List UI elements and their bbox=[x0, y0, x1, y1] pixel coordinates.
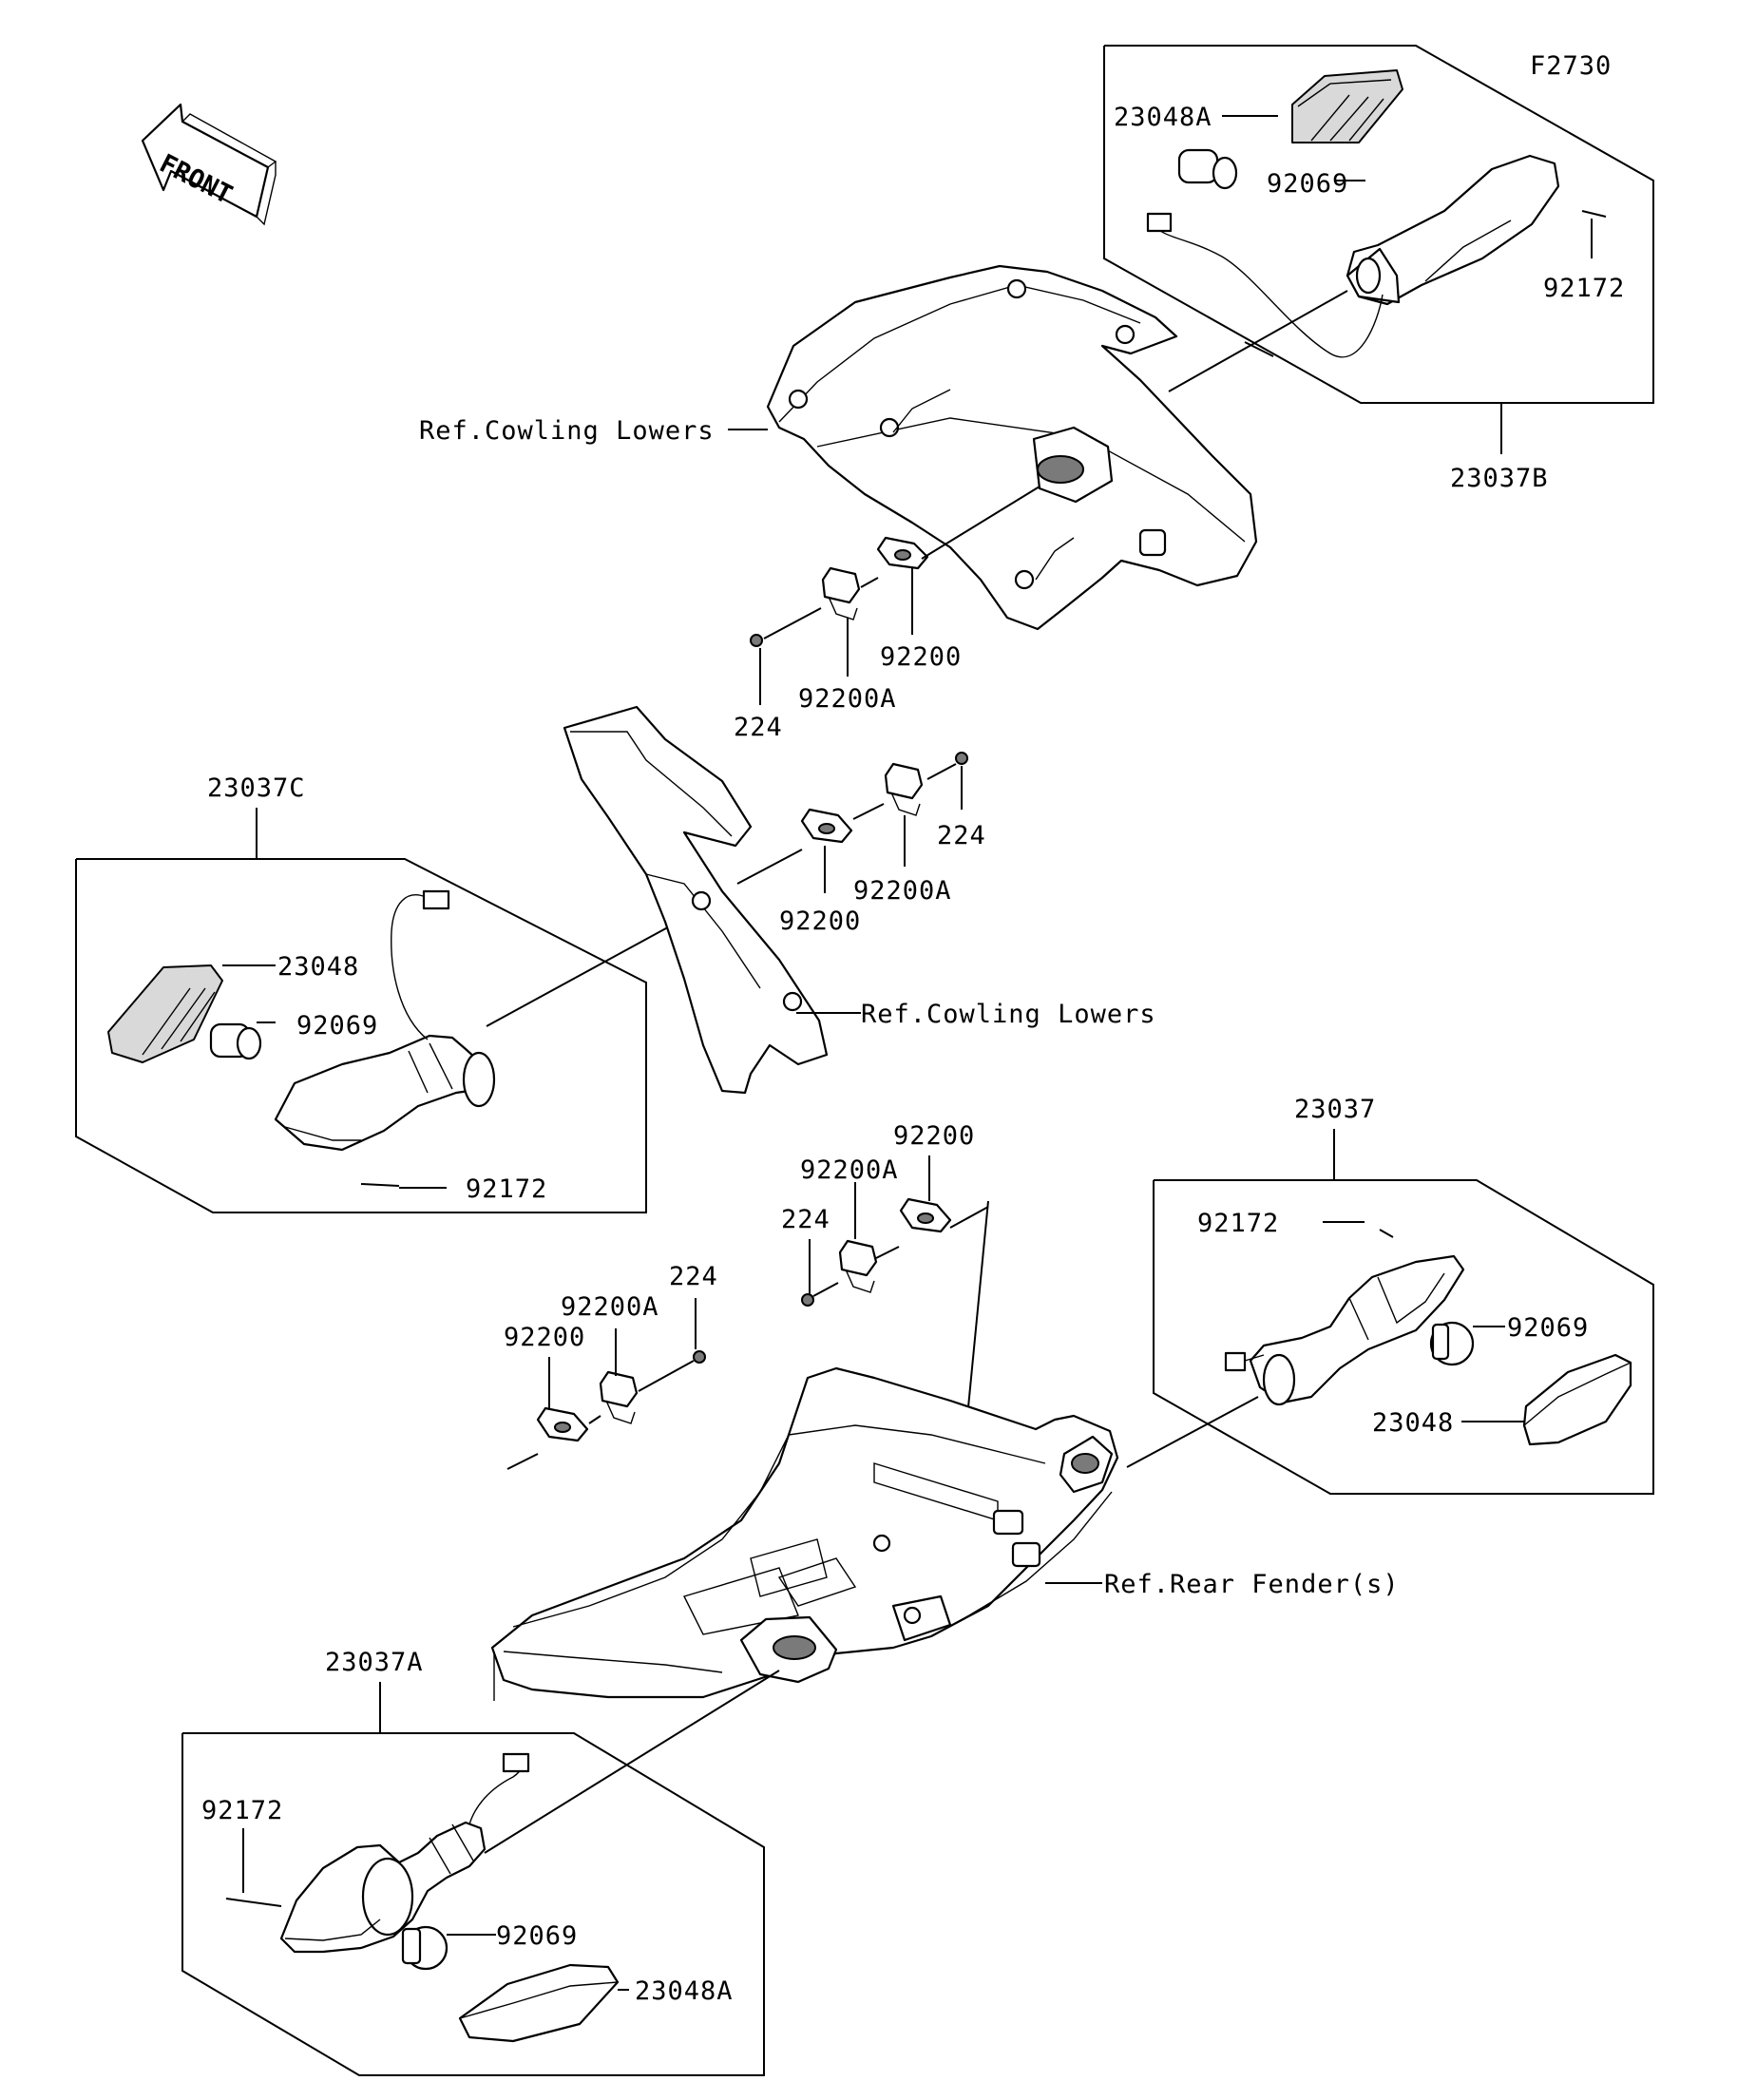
label-92200-middle: 92200 bbox=[779, 907, 861, 936]
label-92200A-upper: 92200A bbox=[798, 684, 897, 714]
label-92200-right: 92200 bbox=[893, 1121, 975, 1151]
label-ref-rear-fender: Ref.Rear Fender(s) bbox=[1104, 1570, 1400, 1599]
label-23037B: 23037B bbox=[1450, 464, 1549, 493]
bracket-92200-middle bbox=[800, 808, 853, 844]
signal-light-assy-23037C bbox=[274, 889, 496, 1152]
label-ref-cowling-upper: Ref.Cowling Lowers bbox=[419, 416, 715, 446]
signal-light-assy-23037A bbox=[279, 1752, 530, 1954]
label-92200A-right: 92200A bbox=[800, 1155, 899, 1185]
signal-light-assy-23037B bbox=[1146, 154, 1560, 358]
bulb-92069-lower bbox=[401, 1925, 449, 1971]
label-224-right: 224 bbox=[781, 1205, 830, 1234]
label-92069-lower: 92069 bbox=[496, 1921, 578, 1951]
label-92172-lower: 92172 bbox=[201, 1796, 283, 1825]
bracket-92200-upper bbox=[876, 536, 929, 570]
bulb-92069-right bbox=[1429, 1321, 1475, 1366]
label-92172-right: 92172 bbox=[1197, 1209, 1279, 1238]
cowling-lower-middle bbox=[563, 705, 829, 1095]
bracket-92200-left bbox=[536, 1406, 589, 1442]
bracket-92200A-middle bbox=[884, 762, 924, 816]
label-92172-mid: 92172 bbox=[466, 1174, 547, 1204]
bracket-92200A-left bbox=[599, 1370, 639, 1424]
label-23048-mid: 23048 bbox=[277, 952, 359, 982]
lens-23048A-top bbox=[1291, 69, 1403, 143]
label-92069-top: 92069 bbox=[1267, 169, 1348, 199]
group-frame-23037A bbox=[181, 1732, 765, 2076]
label-224-middle: 224 bbox=[937, 821, 986, 850]
figure-code: F2730 bbox=[1530, 51, 1612, 81]
label-224-upper: 224 bbox=[734, 713, 783, 742]
bracket-92200A-right bbox=[838, 1239, 878, 1293]
bulb-92069-top bbox=[1177, 148, 1238, 190]
group-frame-23037C bbox=[75, 858, 647, 1213]
rear-fender bbox=[490, 1366, 1119, 1701]
screw-224-right bbox=[801, 1293, 814, 1307]
label-92069-right: 92069 bbox=[1507, 1313, 1589, 1343]
screw-224-middle bbox=[955, 752, 968, 765]
bracket-92200-right bbox=[899, 1197, 952, 1233]
group-frame-23037B bbox=[1103, 45, 1654, 404]
label-ref-cowling-middle: Ref.Cowling Lowers bbox=[861, 1000, 1156, 1029]
group-frame-23037 bbox=[1153, 1179, 1654, 1495]
label-92200-left: 92200 bbox=[504, 1323, 585, 1352]
signal-light-assy-23037 bbox=[1224, 1254, 1465, 1406]
bracket-92200A-upper bbox=[821, 566, 861, 620]
label-92200A-left: 92200A bbox=[561, 1292, 659, 1322]
lens-23048-right bbox=[1522, 1353, 1632, 1446]
screw-224-upper bbox=[750, 634, 763, 647]
label-92172-top: 92172 bbox=[1543, 274, 1625, 303]
label-23048A-lower: 23048A bbox=[635, 1976, 734, 2006]
label-92200A-middle: 92200A bbox=[853, 876, 952, 906]
bulb-92069-mid bbox=[209, 1022, 262, 1060]
label-23037C: 23037C bbox=[207, 773, 306, 803]
screw-224-left bbox=[693, 1350, 706, 1364]
label-224-left: 224 bbox=[669, 1262, 718, 1291]
label-23048A-top: 23048A bbox=[1114, 103, 1212, 132]
label-92200-upper: 92200 bbox=[880, 642, 962, 672]
label-23037A: 23037A bbox=[325, 1648, 424, 1677]
lens-23048A-lower bbox=[458, 1963, 620, 2043]
label-23048-right: 23048 bbox=[1372, 1408, 1454, 1438]
label-23037: 23037 bbox=[1294, 1095, 1376, 1124]
front-arrow-icon: FRONT bbox=[141, 103, 277, 226]
label-92069-mid: 92069 bbox=[296, 1011, 378, 1040]
cowling-lower-upper bbox=[766, 264, 1258, 631]
lens-23048-mid bbox=[107, 964, 223, 1063]
